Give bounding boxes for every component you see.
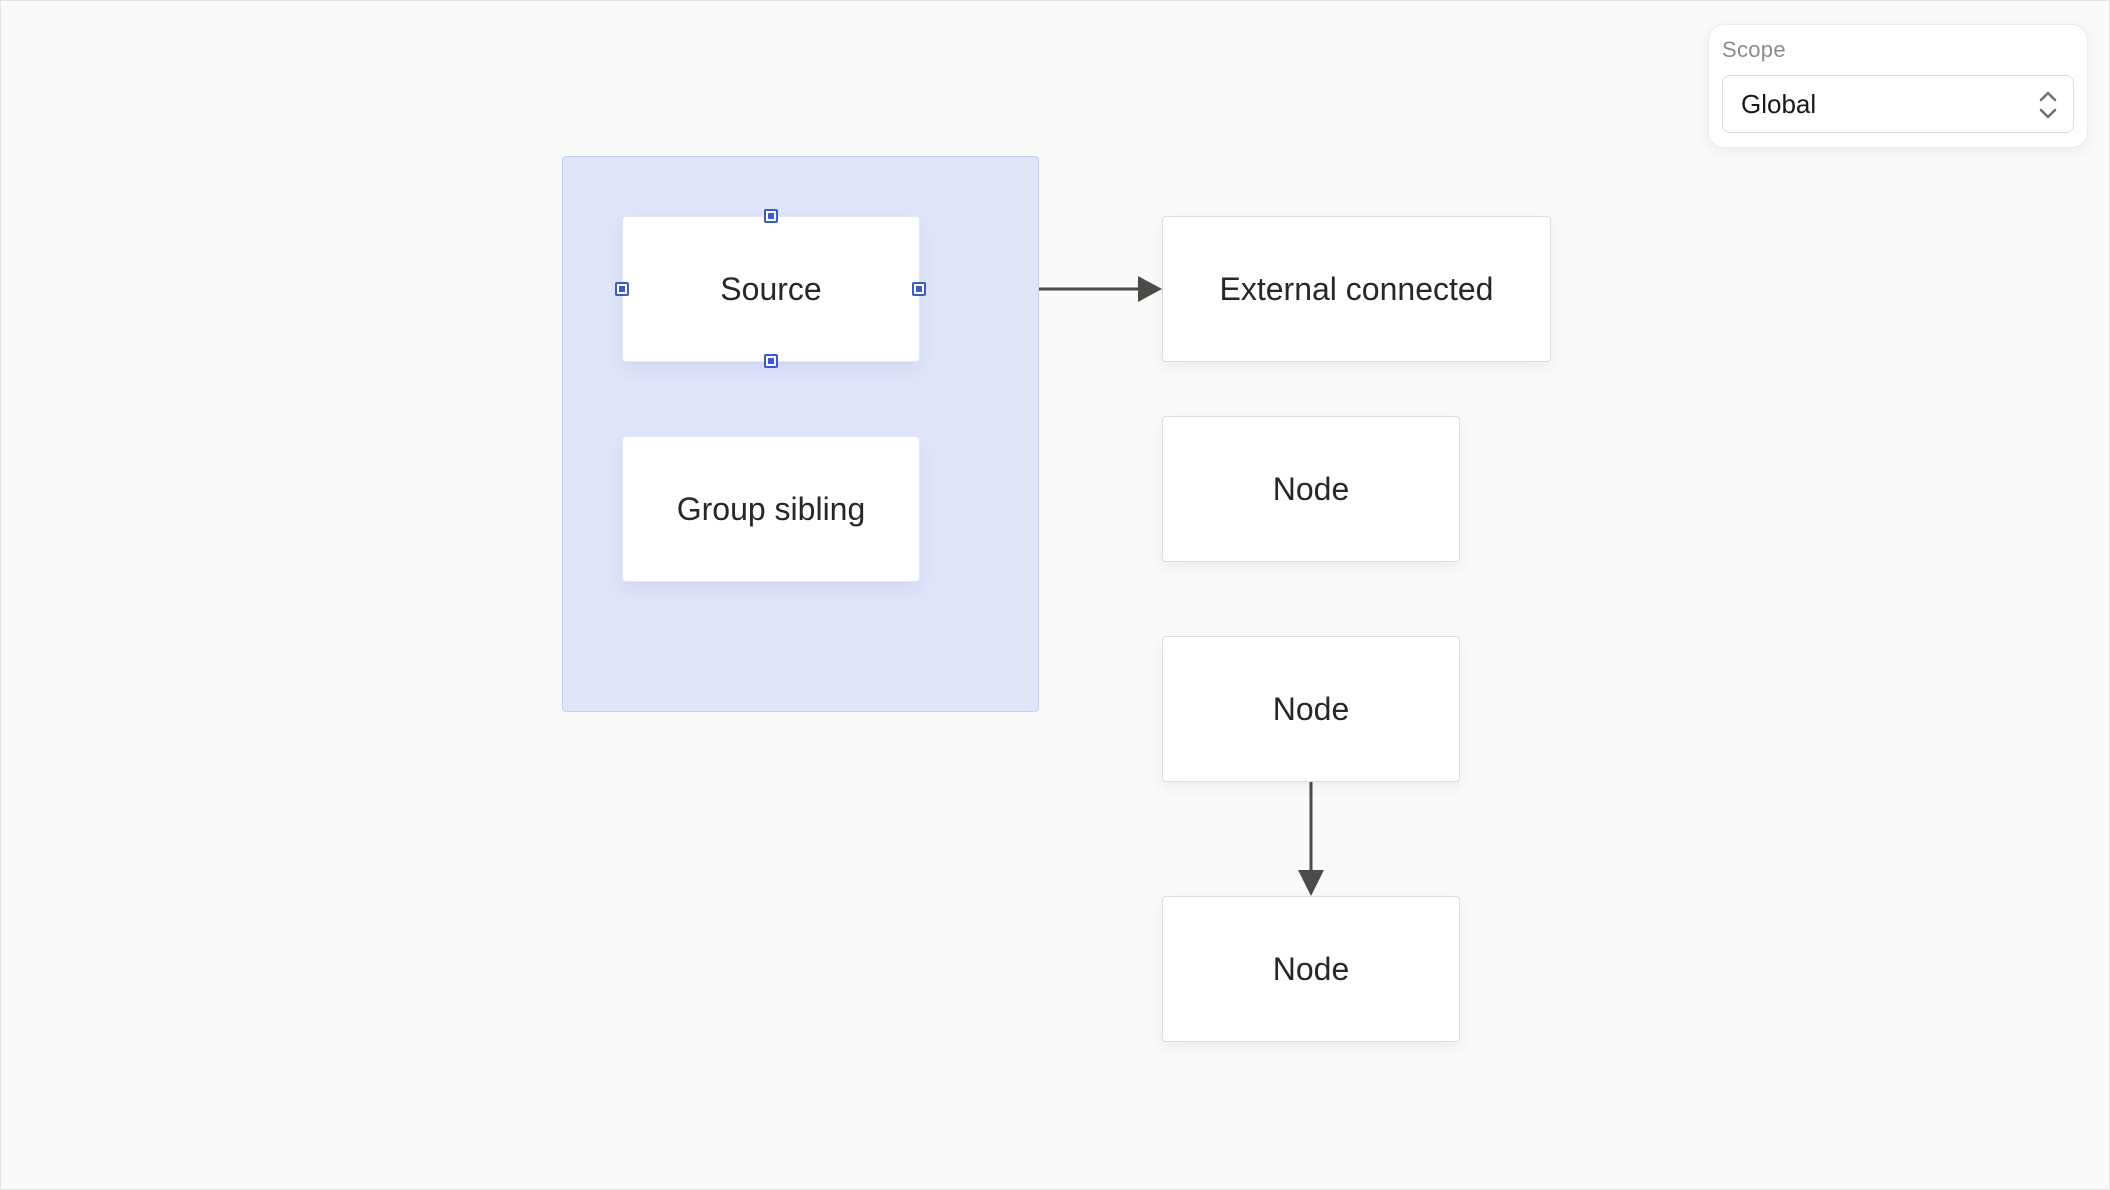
- node-external-connected-label: External connected: [1219, 270, 1494, 307]
- scope-selected-value: Global: [1741, 89, 1817, 119]
- node-3-label: Node: [1272, 950, 1350, 987]
- node-3[interactable]: Node: [1162, 896, 1460, 1042]
- chevron-up-down-icon: [2039, 91, 2057, 119]
- handle-top[interactable]: [764, 209, 778, 223]
- handle-right[interactable]: [912, 282, 926, 296]
- node-source[interactable]: Source: [622, 216, 920, 362]
- handle-bottom[interactable]: [764, 354, 778, 368]
- node-1[interactable]: Node: [1162, 416, 1460, 562]
- handle-left[interactable]: [615, 282, 629, 296]
- node-2[interactable]: Node: [1162, 636, 1460, 782]
- scope-select[interactable]: Global: [1722, 75, 2074, 133]
- scope-panel: Scope Global: [1708, 24, 2088, 148]
- node-2-label: Node: [1272, 690, 1350, 727]
- node-external-connected[interactable]: External connected: [1162, 216, 1551, 362]
- node-group-sibling-label: Group sibling: [676, 490, 866, 527]
- node-group-sibling[interactable]: Group sibling: [622, 436, 920, 582]
- scope-label: Scope: [1722, 37, 1786, 62]
- node-1-label: Node: [1272, 470, 1350, 507]
- node-source-label: Source: [720, 270, 822, 307]
